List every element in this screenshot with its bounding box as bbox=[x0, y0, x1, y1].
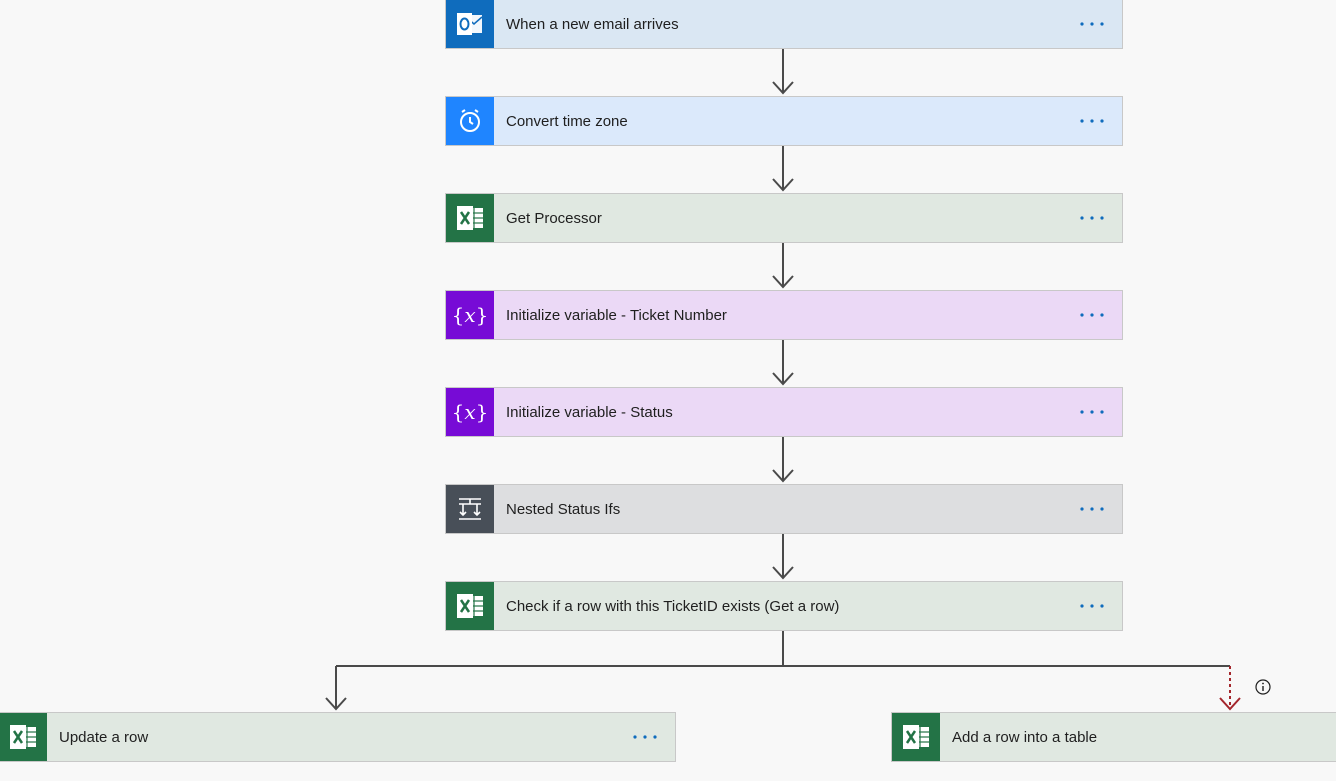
step-check-row-exists[interactable]: Check if a row with this TicketID exists… bbox=[445, 581, 1123, 631]
excel-icon bbox=[446, 194, 494, 242]
step-initialize-variable-ticket-number[interactable]: {x} Initialize variable - Ticket Number bbox=[445, 290, 1123, 340]
step-title: Update a row bbox=[59, 728, 149, 746]
step-when-new-email-arrives[interactable]: When a new email arrives bbox=[445, 0, 1123, 49]
excel-icon bbox=[892, 713, 940, 761]
more-options-icon[interactable] bbox=[625, 722, 665, 752]
excel-icon bbox=[446, 582, 494, 630]
alarm-clock-icon bbox=[446, 97, 494, 145]
step-title: Initialize variable - Ticket Number bbox=[506, 306, 727, 324]
step-convert-time-zone[interactable]: Convert time zone bbox=[445, 96, 1123, 146]
step-title: Check if a row with this TicketID exists… bbox=[506, 597, 840, 615]
more-options-icon[interactable] bbox=[1072, 203, 1112, 233]
step-nested-status-ifs[interactable]: Nested Status Ifs bbox=[445, 484, 1123, 534]
more-options-icon[interactable] bbox=[1072, 9, 1112, 39]
svg-text:{x}: {x} bbox=[452, 303, 489, 327]
svg-text:{x}: {x} bbox=[452, 400, 489, 424]
step-title: When a new email arrives bbox=[506, 15, 679, 33]
more-options-icon[interactable] bbox=[1072, 397, 1112, 427]
more-options-icon[interactable] bbox=[1072, 494, 1112, 524]
more-options-icon[interactable] bbox=[1072, 300, 1112, 330]
step-add-row-into-table[interactable]: Add a row into a table bbox=[891, 712, 1336, 762]
step-get-processor[interactable]: Get Processor bbox=[445, 193, 1123, 243]
outlook-icon bbox=[446, 0, 494, 48]
step-update-a-row[interactable]: Update a row bbox=[0, 712, 676, 762]
step-title: Get Processor bbox=[506, 209, 602, 227]
variable-icon: {x} bbox=[446, 388, 494, 436]
condition-icon bbox=[446, 485, 494, 533]
step-title: Add a row into a table bbox=[952, 728, 1098, 746]
more-options-icon[interactable] bbox=[1072, 106, 1112, 136]
more-options-icon[interactable] bbox=[1072, 591, 1112, 621]
step-title: Nested Status Ifs bbox=[506, 500, 621, 518]
variable-icon: {x} bbox=[446, 291, 494, 339]
step-title: Initialize variable - Status bbox=[506, 403, 673, 421]
excel-icon bbox=[0, 713, 47, 761]
step-initialize-variable-status[interactable]: {x} Initialize variable - Status bbox=[445, 387, 1123, 437]
step-title: Convert time zone bbox=[506, 112, 628, 130]
info-icon[interactable] bbox=[1255, 679, 1271, 695]
